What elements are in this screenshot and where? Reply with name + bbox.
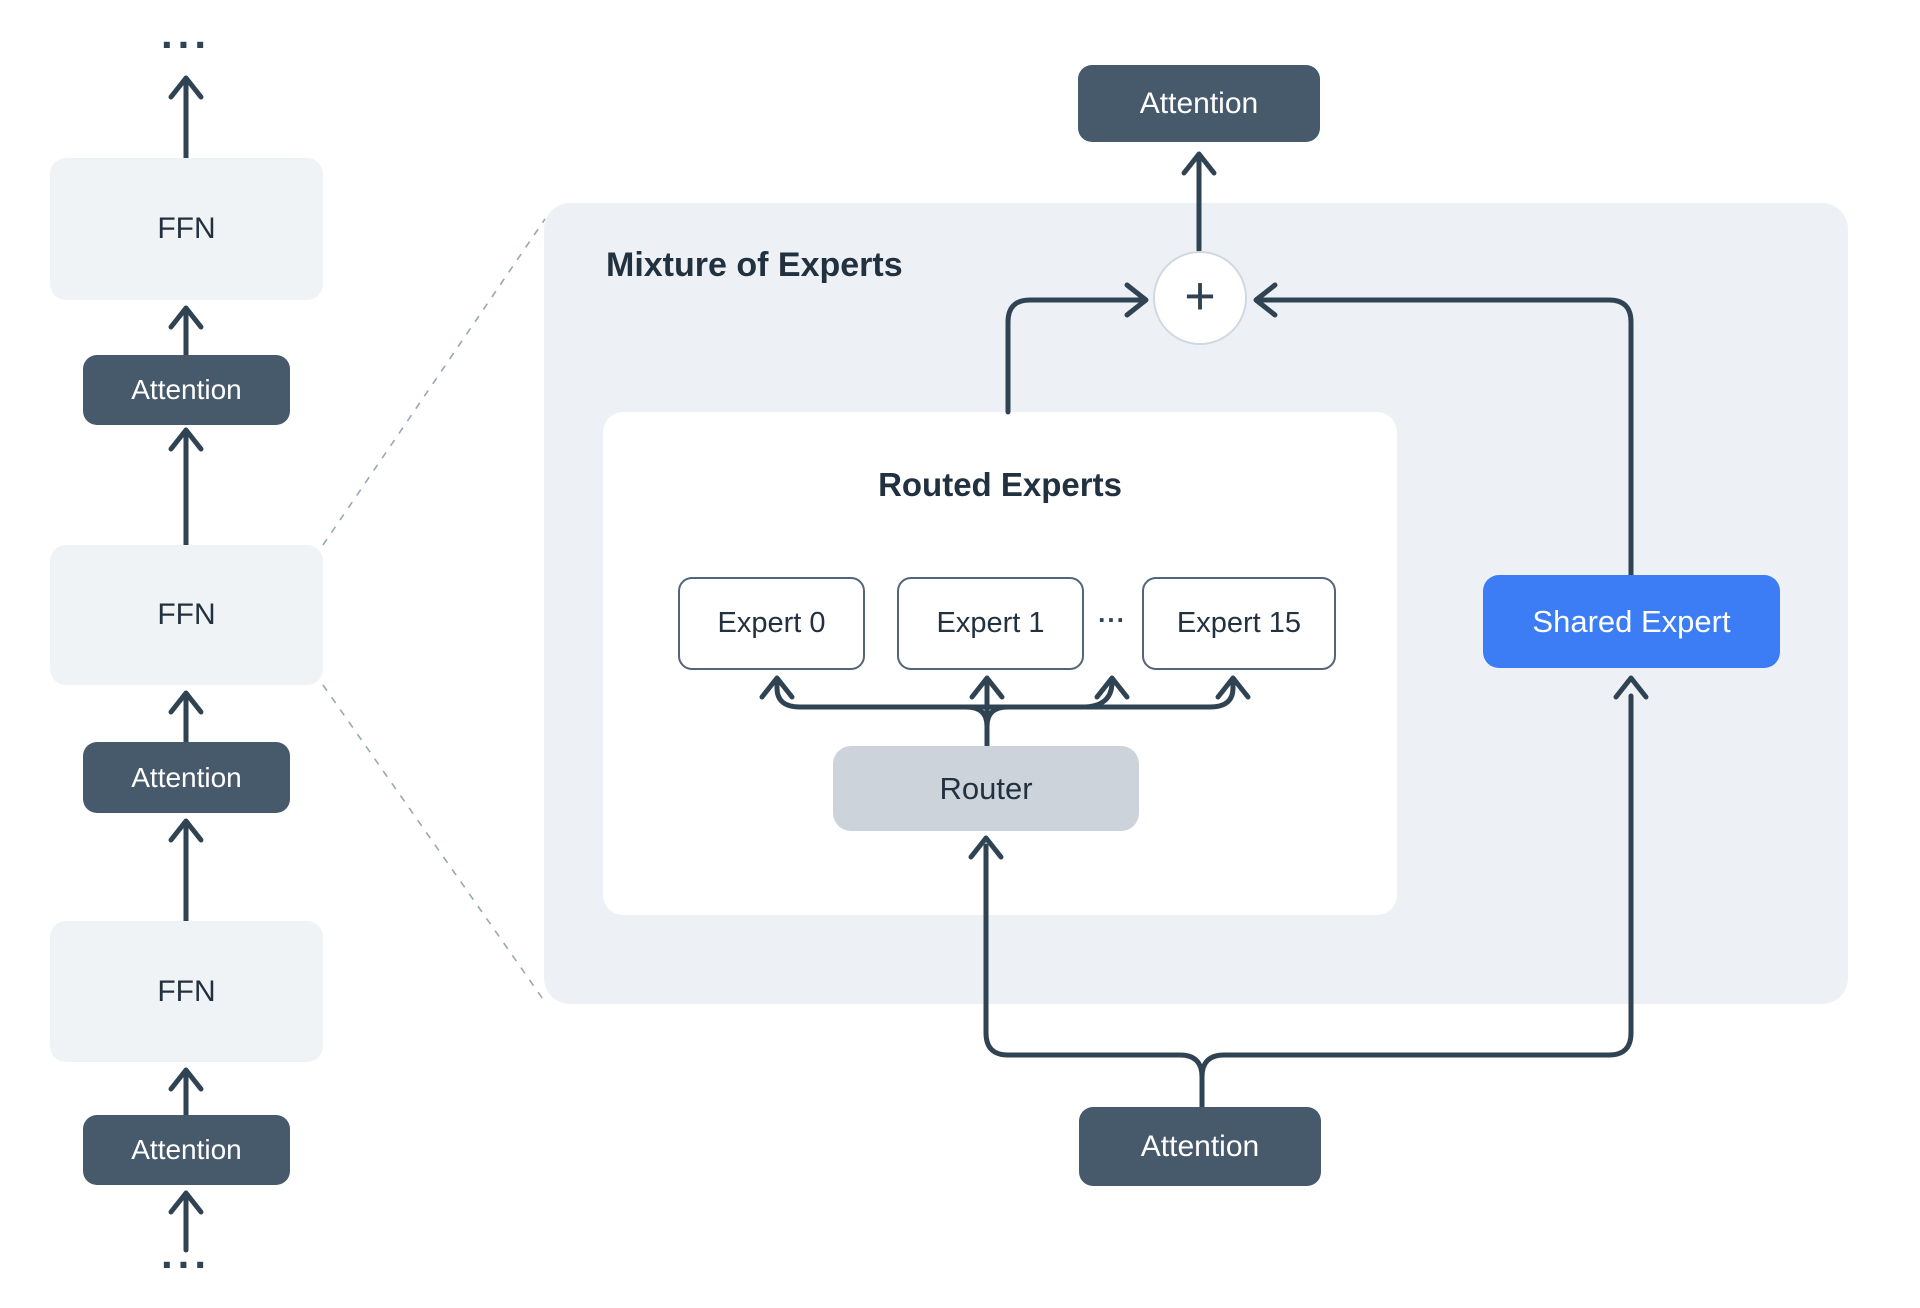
plus-icon: + bbox=[1184, 266, 1216, 326]
expert-1-block: Expert 1 bbox=[897, 577, 1084, 670]
expert-label: Expert 1 bbox=[936, 607, 1045, 639]
routed-experts-title: Routed Experts bbox=[878, 466, 1122, 503]
arrow-attention3-to-ffn3 bbox=[168, 1067, 204, 1118]
expert-15-block: Expert 15 bbox=[1142, 577, 1336, 670]
attention-label: Attention bbox=[1140, 1129, 1260, 1163]
stack-ffn-block-2: FFN bbox=[50, 545, 323, 685]
arrow-attention1-to-ffn1 bbox=[168, 305, 204, 358]
stack-ffn-block-1: FFN bbox=[50, 158, 323, 300]
arrow-ffn3-to-attention2 bbox=[168, 818, 204, 924]
experts-ellipsis: ... bbox=[1098, 598, 1126, 628]
expert-label: Expert 15 bbox=[1176, 607, 1302, 639]
moe-panel-title: Mixture of Experts bbox=[606, 246, 903, 284]
stack-ellipsis-top: ... bbox=[160, 10, 211, 57]
stack-attention-block-3: Attention bbox=[83, 1115, 290, 1185]
router-label: Router bbox=[939, 770, 1033, 806]
ffn-label: FFN bbox=[157, 598, 216, 631]
expert-label: Expert 0 bbox=[717, 607, 826, 639]
arrow-ffn2-to-attention1 bbox=[168, 427, 204, 548]
shared-expert-block: Shared Expert bbox=[1483, 575, 1780, 668]
sum-node: + bbox=[1153, 251, 1247, 345]
attention-label: Attention bbox=[1139, 86, 1259, 120]
stack-ffn-block-3: FFN bbox=[50, 921, 323, 1062]
stack-ellipsis-bottom: ... bbox=[160, 1230, 211, 1277]
ffn-label: FFN bbox=[157, 974, 216, 1008]
stack-attention-block-1: Attention bbox=[83, 355, 290, 425]
ffn-label: FFN bbox=[157, 212, 216, 245]
attention-label: Attention bbox=[131, 761, 242, 793]
stack-attention-block-2: Attention bbox=[83, 742, 290, 813]
shared-expert-label: Shared Expert bbox=[1532, 603, 1731, 639]
attention-label: Attention bbox=[131, 1134, 242, 1165]
attention-block-top: Attention bbox=[1078, 65, 1320, 142]
arrow-attention2-to-ffn2 bbox=[168, 690, 204, 745]
attention-block-bottom: Attention bbox=[1079, 1107, 1321, 1186]
router-block: Router bbox=[833, 746, 1139, 831]
zoom-callout-dashed-lines bbox=[322, 218, 546, 1003]
attention-label: Attention bbox=[131, 374, 242, 405]
expert-0-block: Expert 0 bbox=[678, 577, 865, 670]
arrow-ffn1-to-ellipsis bbox=[168, 75, 204, 161]
